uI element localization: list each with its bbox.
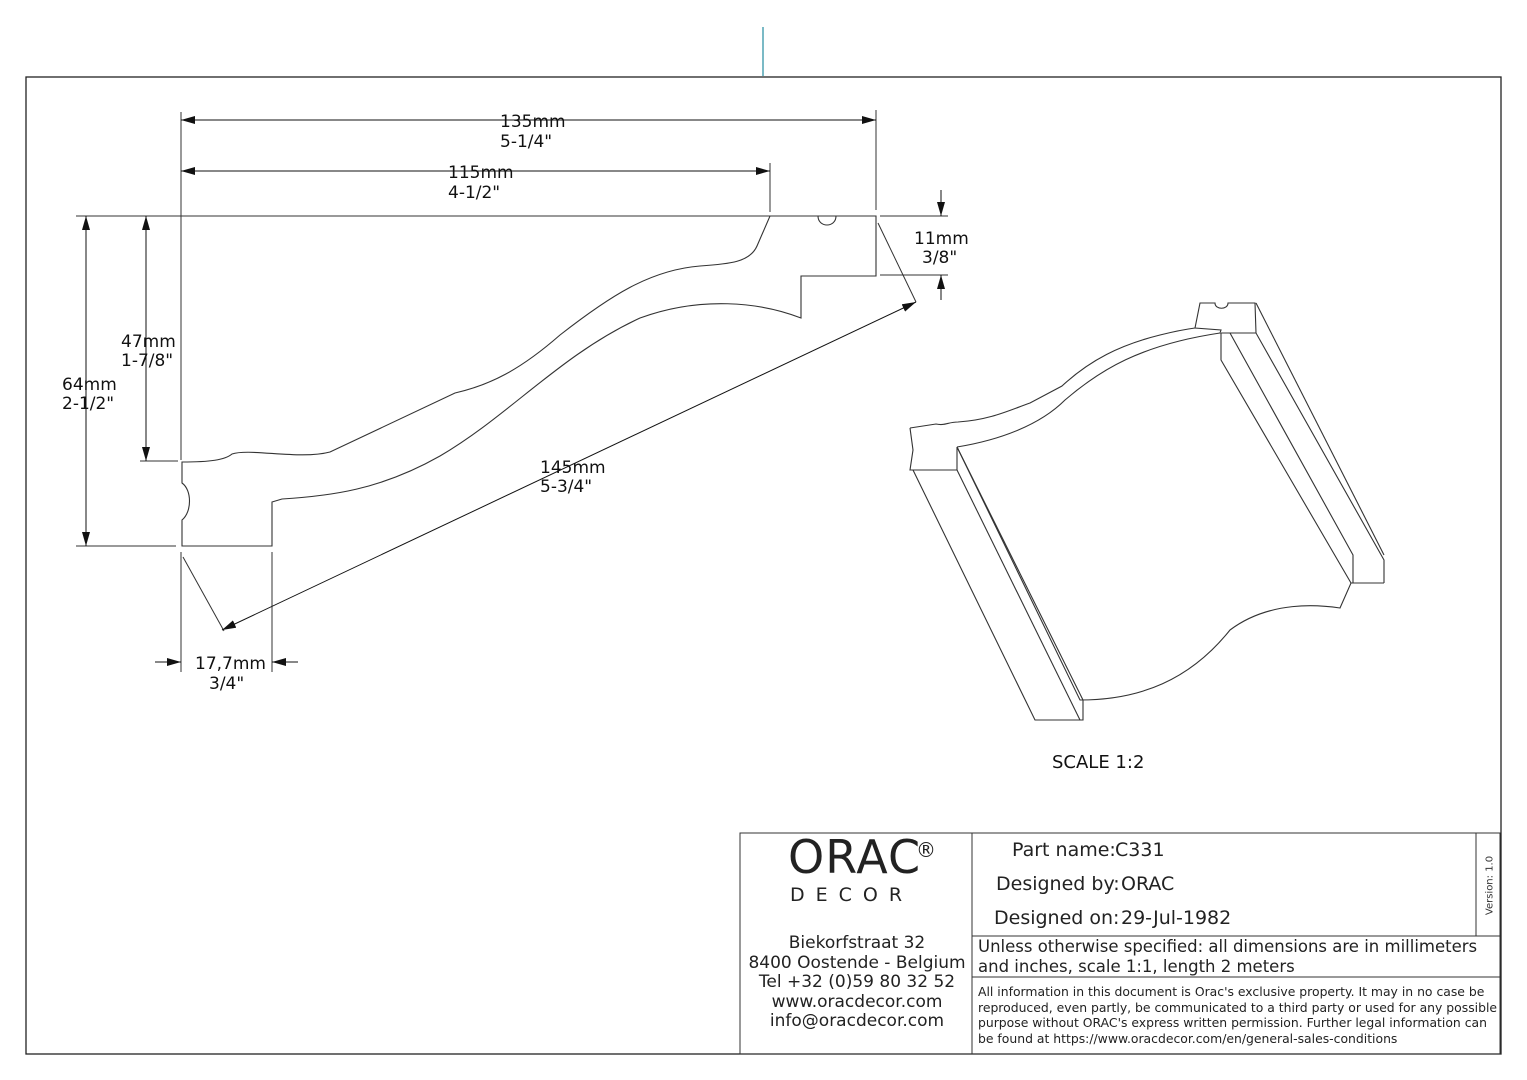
dim-135-inch: 5-1/4": [500, 132, 552, 152]
scale-label: SCALE 1:2: [1052, 752, 1144, 773]
address-city: 8400 Oostende - Belgium: [748, 953, 966, 973]
decor-logo-text: DECOR: [790, 884, 914, 906]
dimension-labels: 135mm 5-1/4" 115mm 4-1/2" 11mm 3/8" 47mm…: [62, 112, 969, 694]
dim-115-inch: 4-1/2": [448, 183, 500, 203]
dim-47-inch: 1-7/8": [121, 351, 173, 371]
profile-outline: [181, 215, 877, 547]
legal-notice: All information in this document is Orac…: [978, 984, 1498, 1047]
designed-by-label: Designed by:: [996, 873, 1120, 895]
version-label: Version: 1.0: [1484, 855, 1496, 916]
address-street: Biekorfstraat 32: [788, 933, 926, 953]
dim-47-mm: 47mm: [121, 332, 176, 352]
dimension-lines: [82, 116, 945, 666]
units-note: Unless otherwise specified: all dimensio…: [978, 937, 1478, 976]
extension-lines: [76, 110, 948, 672]
designed-on-value: 29-Jul-1982: [1121, 907, 1232, 929]
designed-on-label: Designed on:: [994, 907, 1120, 929]
dim-17-inch: 3/4": [209, 674, 244, 694]
address-phone: Tel +32 (0)59 80 32 52: [758, 972, 956, 992]
dim-145-mm: 145mm: [540, 458, 606, 478]
address-email: info@oracdecor.com: [769, 1011, 945, 1031]
part-name-label: Part name:: [1012, 839, 1116, 861]
dim-135-mm: 135mm: [500, 112, 566, 132]
dim-145-inch: 5-3/4": [540, 477, 592, 497]
dim-11-mm: 11mm: [914, 229, 969, 249]
dim-11-inch: 3/8": [922, 248, 957, 268]
dim-64-inch: 2-1/2": [62, 394, 114, 414]
registered-mark: ®: [916, 838, 936, 862]
sheet-border: [25, 76, 1502, 1055]
designed-by-value: ORAC: [1121, 873, 1175, 895]
dim-17-mm: 17,7mm: [195, 654, 266, 674]
title-block-frame: [739, 832, 1501, 1055]
orac-logo: ORAC: [788, 830, 922, 884]
isometric-view: [909, 302, 1385, 721]
dim-64-mm: 64mm: [62, 375, 117, 395]
address-website: www.oracdecor.com: [771, 992, 943, 1012]
part-name-value: C331: [1115, 839, 1165, 861]
dim-115-mm: 115mm: [448, 163, 514, 183]
